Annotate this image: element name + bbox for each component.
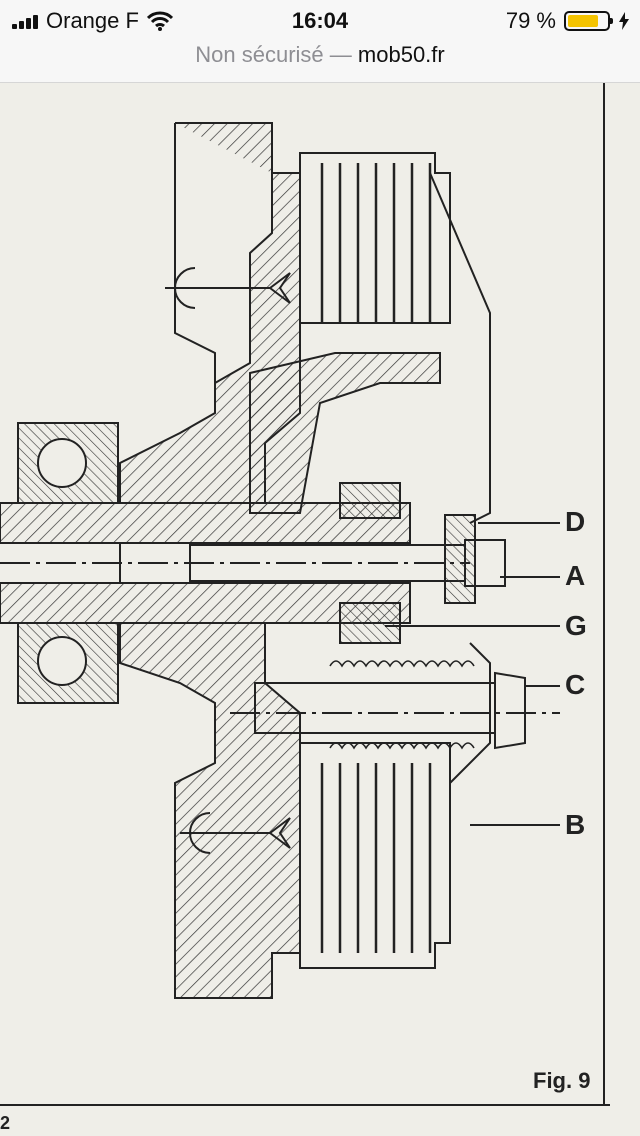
status-bar: Orange F 16:04 79 % [0, 0, 640, 44]
clutch-cross-section-drawing [0, 83, 610, 1106]
carrier-group: Orange F [12, 8, 173, 34]
callout-a: A [565, 560, 586, 591]
wifi-icon [146, 11, 173, 31]
clock: 16:04 [291, 8, 349, 33]
callout-c: C [565, 669, 586, 700]
charging-icon [619, 12, 629, 30]
security-label: Non sécurisé — [195, 42, 352, 67]
callout-b: B [565, 809, 586, 840]
site-host: mob50.fr [357, 42, 445, 67]
battery-percent: 79 % [505, 8, 556, 33]
figure-label: Fig. 9 [533, 1068, 591, 1093]
callout-d: D [565, 506, 586, 537]
page-number: 2 [0, 1113, 11, 1133]
battery-icon [564, 11, 613, 31]
callout-g: G [565, 610, 587, 641]
signal-icon [12, 13, 38, 29]
address-bar[interactable]: Non sécurisé — mob50.fr [0, 44, 640, 83]
document-page: D A G C B Fig. 9 2 [0, 83, 640, 1136]
battery-group: 79 % [506, 8, 630, 34]
carrier-name: Orange F [46, 8, 139, 33]
